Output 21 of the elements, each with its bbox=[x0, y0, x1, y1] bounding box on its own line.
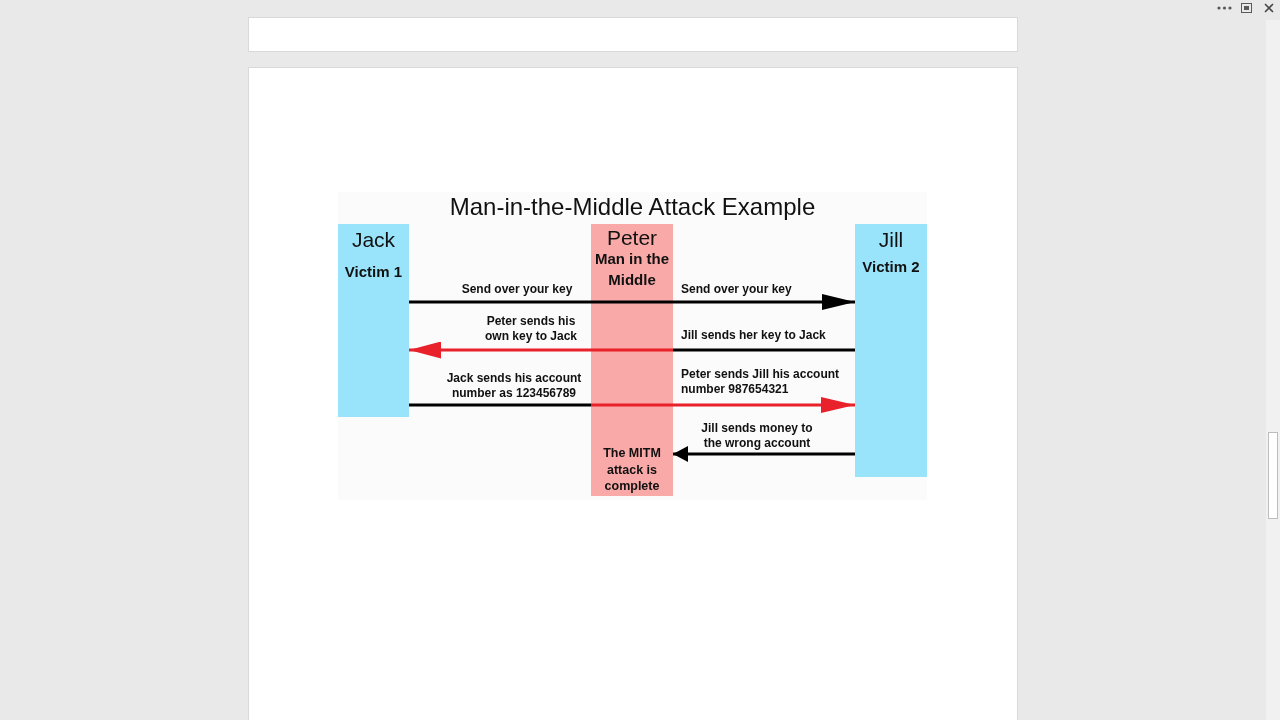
lane-subtitle: Man in the Middle bbox=[593, 249, 671, 290]
lane-title: Peter bbox=[605, 226, 659, 250]
participant-lane bbox=[338, 224, 409, 417]
lane-title: Jill bbox=[877, 228, 905, 252]
edge-label: Send over your key bbox=[681, 282, 792, 297]
lane-subtitle: Victim 1 bbox=[343, 262, 404, 282]
lane-note: The MITM attack is complete bbox=[602, 445, 662, 495]
diagram-title: Man-in-the-Middle Attack Example bbox=[448, 193, 817, 221]
edge-label: Jill sends her key to Jack bbox=[681, 328, 826, 343]
lane-subtitle: Victim 2 bbox=[861, 257, 921, 277]
arrow bbox=[673, 446, 855, 462]
arrow bbox=[409, 341, 673, 359]
connector-line bbox=[673, 348, 855, 352]
participant-lane bbox=[591, 224, 673, 496]
arrow bbox=[591, 294, 855, 310]
edge-label: Send over your key bbox=[461, 282, 573, 297]
arrow bbox=[591, 397, 855, 413]
connector-line bbox=[409, 300, 591, 304]
lane-title: Jack bbox=[350, 228, 397, 252]
connector-line bbox=[409, 403, 591, 407]
participant-lane bbox=[855, 224, 927, 477]
